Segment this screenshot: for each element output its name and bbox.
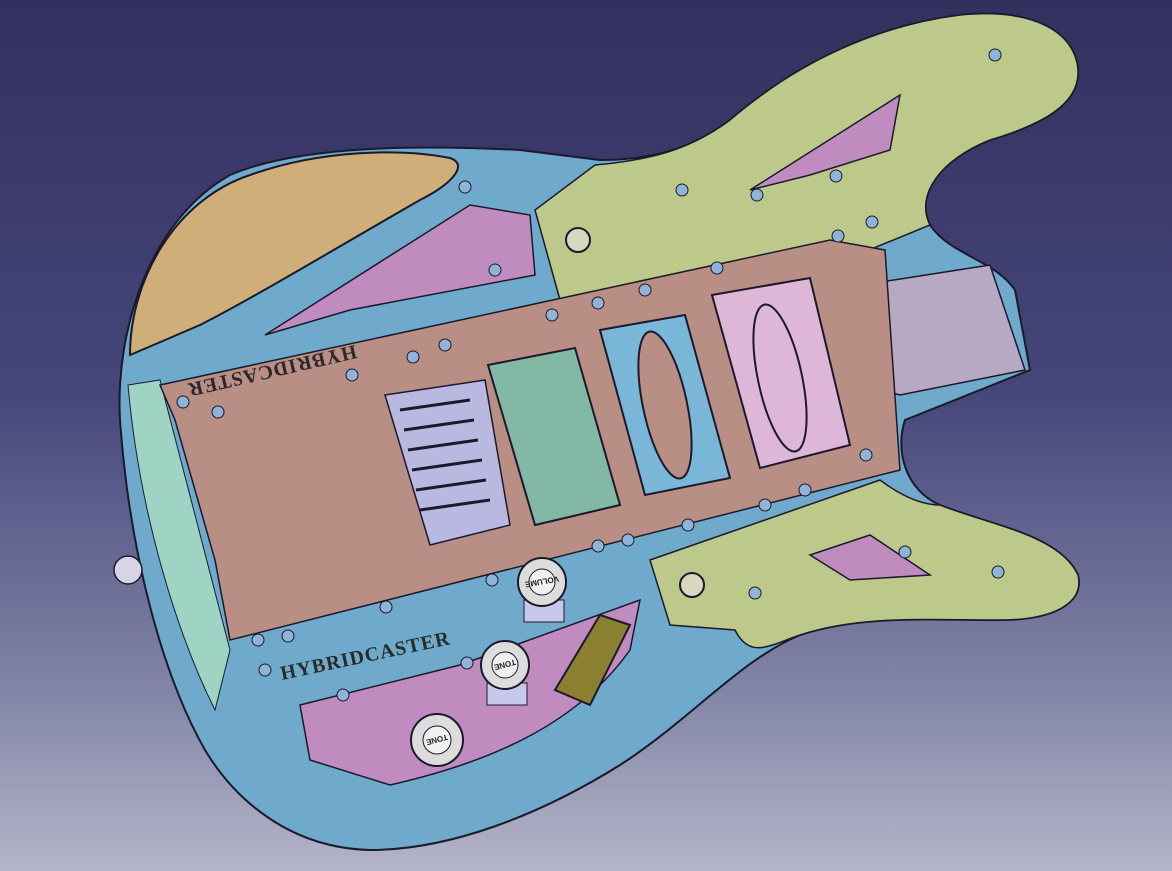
screw-icon bbox=[798, 483, 812, 497]
screw-icon bbox=[898, 545, 912, 559]
pickup-middle-slot bbox=[637, 330, 693, 480]
screw-icon bbox=[865, 215, 879, 229]
screw-icon bbox=[859, 448, 873, 462]
bridge-saddles bbox=[399, 398, 491, 512]
input-jack[interactable] bbox=[565, 227, 591, 253]
screw-icon bbox=[748, 586, 762, 600]
screw-icon bbox=[406, 350, 420, 364]
screw-icon bbox=[829, 169, 843, 183]
screw-icon bbox=[591, 539, 605, 553]
screw-icon bbox=[485, 573, 499, 587]
screw-icon bbox=[710, 261, 724, 275]
screw-icon bbox=[750, 188, 764, 202]
screw-icon bbox=[681, 518, 695, 532]
screw-icon bbox=[988, 48, 1002, 62]
screw-icon bbox=[176, 395, 190, 409]
screw-icon bbox=[638, 283, 652, 297]
bridge[interactable] bbox=[384, 379, 511, 546]
upper-cavity bbox=[264, 204, 536, 336]
pickup-neck-slot bbox=[752, 303, 808, 453]
strap-button[interactable] bbox=[113, 555, 143, 585]
screw-icon bbox=[258, 663, 272, 677]
pickup-selector-switch[interactable] bbox=[553, 613, 632, 707]
screw-icon bbox=[211, 405, 225, 419]
screw-icon bbox=[438, 338, 452, 352]
horn-cavity bbox=[749, 93, 902, 191]
knob-tone-1[interactable]: TONE bbox=[480, 640, 530, 706]
screw-icon bbox=[831, 229, 845, 243]
screw-icon bbox=[460, 656, 474, 670]
body-edge-teal bbox=[127, 379, 231, 712]
screw-icon bbox=[675, 183, 689, 197]
screw-icon bbox=[488, 263, 502, 277]
screw-icon bbox=[991, 565, 1005, 579]
screw-icon bbox=[545, 308, 559, 322]
screw-icon bbox=[281, 629, 295, 643]
screw-icon bbox=[336, 688, 350, 702]
screw-icon bbox=[591, 296, 605, 310]
screw-icon bbox=[251, 633, 265, 647]
knob-tone-2[interactable]: TONE bbox=[410, 713, 464, 767]
screw-icon bbox=[758, 498, 772, 512]
screw-icon bbox=[458, 180, 472, 194]
control-cavity bbox=[299, 598, 641, 786]
screw-icon bbox=[621, 533, 635, 547]
input-jack-2[interactable] bbox=[679, 572, 705, 598]
pickup-bridge[interactable] bbox=[486, 346, 622, 527]
horn-cavity-lower bbox=[808, 534, 933, 581]
screws bbox=[176, 48, 1005, 702]
knob-volume[interactable]: VOLUME bbox=[517, 557, 567, 623]
screw-icon bbox=[345, 368, 359, 382]
top-panel[interactable] bbox=[128, 151, 459, 357]
screw-icon bbox=[379, 600, 393, 614]
